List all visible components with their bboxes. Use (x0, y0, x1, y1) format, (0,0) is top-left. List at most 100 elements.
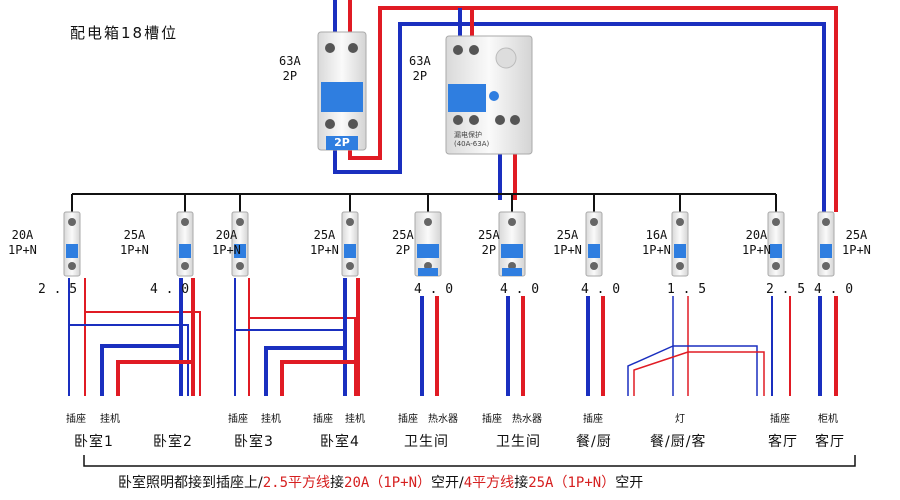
branch-rating: 25A (123, 228, 146, 242)
room-label: 卫生间 (496, 434, 541, 450)
branch-breaker-10 (817, 211, 835, 277)
branch-breaker-5 (414, 211, 442, 277)
load-function-label: 插座 (770, 414, 790, 425)
footnote-part-6: 4平方线 (463, 475, 515, 491)
branch-rating: 25A (313, 228, 336, 242)
room-label: 卫生间 (404, 434, 449, 450)
main-breaker-2-label: 63A 2P (409, 54, 431, 84)
footnote-part-7: 接 (514, 475, 529, 491)
rcd-caption: 漏电保护 (454, 131, 482, 139)
load-function-label: 插座 (398, 414, 418, 425)
room-label: 餐/厨 (576, 434, 612, 450)
breaker-handle[interactable] (234, 244, 246, 258)
breaker-handle[interactable] (321, 82, 363, 112)
branch-poles: 1P+N (642, 243, 671, 257)
branch-poles: 1P+N (120, 243, 149, 257)
load-function-label: 插座 (482, 414, 502, 425)
breaker-handle[interactable] (179, 244, 191, 258)
branch-rating: 25A (556, 228, 579, 242)
branch-rating: 20A (215, 228, 238, 242)
footnote: 卧室照明都接到插座上/2.5平方线接20A（1P+N）空开/4平方线接25A（1… (118, 472, 643, 492)
branch-poles: 1P+N (842, 243, 871, 257)
load-function-label: 插座 (66, 414, 86, 425)
branch-poles: 1P+N (553, 243, 582, 257)
breaker-handle[interactable] (820, 244, 832, 258)
rcd-handle[interactable] (448, 84, 486, 112)
main-breaker-1-label: 63A 2P (279, 54, 301, 84)
load-function-label: 热水器 (428, 414, 458, 425)
branch-breaker-9 (767, 211, 785, 277)
branch-breaker-1 (63, 211, 81, 277)
footnote-part-9: 空开 (615, 475, 644, 491)
main-breaker-1-rating: 63A (279, 54, 301, 68)
breaker-handle[interactable] (770, 244, 782, 258)
load-function-label: 挂机 (261, 414, 281, 425)
breaker-handle[interactable] (501, 244, 523, 258)
main-breaker-2-rating: 63A (409, 54, 431, 68)
wire-size-label: 2 . 5 (38, 282, 78, 297)
footnote-part-1: 卧室照明都接到插座上/ (118, 475, 263, 491)
room-label: 卧室2 (153, 434, 193, 450)
branch-rating: 20A (745, 228, 768, 242)
branch-breaker-8 (671, 211, 689, 277)
load-function-label: 灯 (675, 414, 685, 425)
branch-breaker-3 (231, 211, 249, 277)
load-function-label: 挂机 (100, 414, 120, 425)
test-button[interactable] (489, 91, 499, 101)
room-label: 卧室3 (234, 434, 274, 450)
branch-poles: 1P+N (310, 243, 339, 257)
bottom-bracket (83, 455, 856, 467)
branch-breakers (63, 211, 835, 277)
main-feed-wires (333, 0, 838, 200)
branch-poles: 2P (481, 243, 497, 257)
breaker-handle[interactable] (417, 244, 439, 258)
branch-wires (68, 200, 838, 396)
main-breaker-2-poles: 2P (412, 69, 428, 83)
wire-size-label: 4 . 0 (581, 282, 621, 297)
branch-rating: 25A (845, 228, 868, 242)
load-function-label: 插座 (228, 414, 248, 425)
wire-size-label: 4 . 0 (500, 282, 540, 297)
footnote-part-3: 接 (330, 475, 345, 491)
breaker-handle[interactable] (66, 244, 78, 258)
branch-rating: 16A (645, 228, 668, 242)
branch-rating: 25A (392, 228, 414, 242)
breaker-handle[interactable] (344, 244, 356, 258)
load-function-label: 挂机 (345, 414, 365, 425)
load-function-label: 柜机 (818, 414, 838, 425)
footnote-part-5: 空开/ (431, 475, 464, 491)
branch-breaker-7 (585, 211, 603, 277)
room-label: 卧室4 (320, 434, 360, 450)
breaker-handle[interactable] (588, 244, 600, 258)
wire-size-label: 4 . 0 (414, 282, 454, 297)
branch-poles: 1P+N (212, 243, 241, 257)
footnote-part-2: 2.5平方线 (262, 475, 331, 491)
breaker-handle[interactable] (674, 244, 686, 258)
branch-poles: 2P (395, 243, 411, 257)
room-label: 卧室1 (74, 434, 114, 450)
main-breaker-1-poles: 2P (282, 69, 298, 83)
wire-size-label: 2 . 5 (766, 282, 806, 297)
rcd-range: (40A-63A) (454, 140, 490, 148)
branch-rating: 20A (11, 228, 34, 242)
wire-size-label: 1 . 5 (667, 282, 707, 297)
footnote-part-8: 25A（1P+N） (528, 475, 616, 491)
branch-poles: 1P+N (742, 243, 771, 257)
main-breaker-1-badge: 2P (334, 136, 350, 149)
room-label: 客厅 (815, 434, 845, 450)
wire-size-label: 4 . 0 (814, 282, 854, 297)
load-function-label: 插座 (313, 414, 333, 425)
wire-size-label: 4 . 0 (150, 282, 190, 297)
load-function-label: 热水器 (512, 414, 542, 425)
